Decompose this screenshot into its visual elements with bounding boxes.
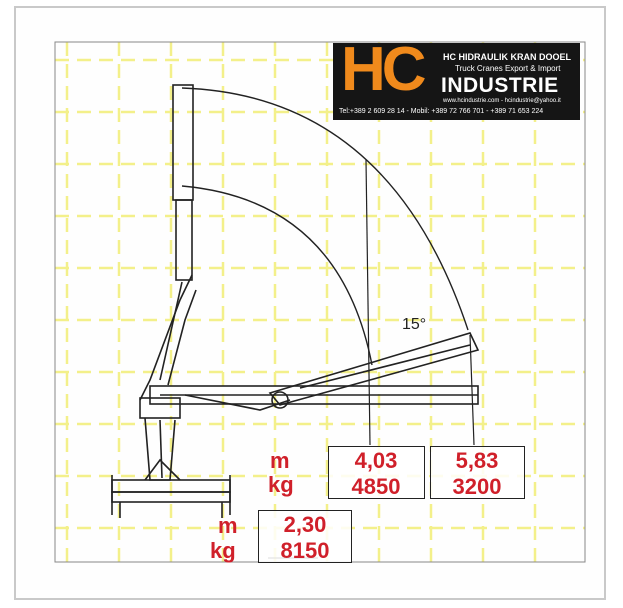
load-point-box	[328, 446, 425, 499]
load-point-box	[258, 510, 352, 563]
logo-company-name: HC HIDRAULIK KRAN DOOEL	[443, 52, 571, 62]
crane-base	[111, 458, 231, 518]
reach-value: 5,83	[455, 448, 499, 473]
load-value: 8150	[280, 538, 330, 563]
logo-tagline: Truck Cranes Export & Import	[455, 64, 561, 73]
load-value: 3200	[452, 474, 502, 499]
vertical-reach-lines	[365, 159, 475, 446]
unit-m: m	[270, 448, 290, 473]
unit-m: m	[218, 513, 238, 538]
logo-mark: HC	[341, 43, 427, 104]
reach-arcs	[181, 87, 469, 366]
hc-industrie-logo: HC HC HIDRAULIK KRAN DOOEL Truck Cranes …	[333, 43, 580, 120]
load-point-box	[430, 446, 525, 499]
boom-horizontal	[149, 385, 479, 405]
unit-kg: kg	[268, 472, 294, 497]
logo-website: www.hcindustrie.com - hcindustrie@yahoo.…	[443, 98, 561, 104]
reach-value: 4,03	[354, 448, 398, 473]
crane-column	[139, 84, 291, 481]
load-value: 4850	[351, 474, 401, 499]
logo-wordmark: INDUSTRIE	[441, 74, 559, 97]
reach-value: 2,30	[283, 512, 327, 537]
logo-phone: Tel:+389 2 609 28 14 - Mobil: +389 72 76…	[339, 108, 544, 115]
unit-kg: kg	[210, 538, 236, 563]
angle-label: 15°	[402, 316, 427, 333]
boom-15deg	[268, 332, 480, 406]
